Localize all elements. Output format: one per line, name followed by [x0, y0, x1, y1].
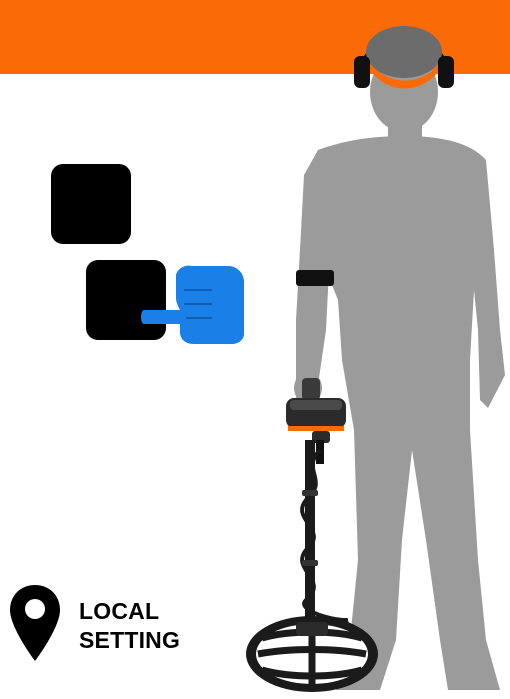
square-button-top — [51, 164, 131, 244]
label-line-1: LOCAL — [79, 597, 180, 626]
location-pin-icon — [8, 583, 62, 663]
local-setting-label: LOCAL SETTING — [79, 597, 180, 655]
label-line-2: SETTING — [79, 626, 180, 655]
pointing-hand-icon — [140, 262, 248, 346]
armband — [296, 270, 334, 286]
person-silhouette — [294, 52, 505, 690]
